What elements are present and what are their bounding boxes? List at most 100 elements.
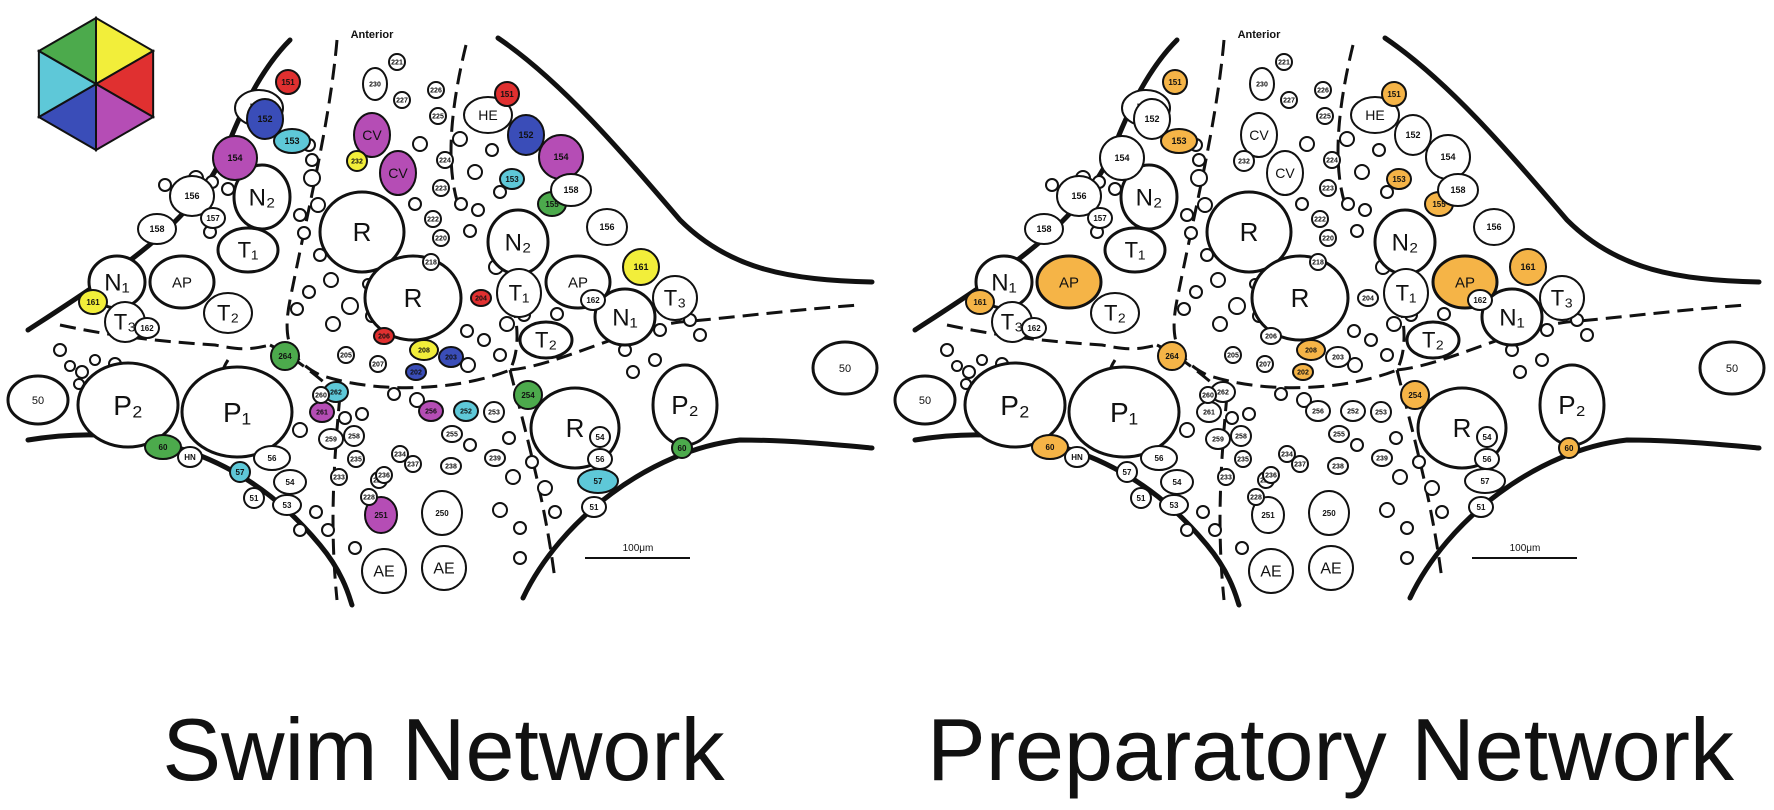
prep-neuron-label: 261 bbox=[1203, 409, 1215, 416]
prep-neuron-label: 256 bbox=[1312, 408, 1324, 415]
swim-neuron-label: N₁ bbox=[612, 304, 637, 331]
prep-neuron-body bbox=[1291, 455, 1309, 473]
swim-neuron-label: HE bbox=[478, 107, 497, 123]
prep-neuron-body bbox=[1370, 401, 1392, 423]
prep-neuron-body bbox=[1140, 445, 1178, 471]
swim-neuron-body bbox=[550, 173, 592, 207]
swim-small-neuron bbox=[309, 505, 323, 519]
prep-neuron-label: 56 bbox=[1483, 455, 1492, 464]
prep-anterior-label: Anterior bbox=[1238, 29, 1282, 41]
prep-neuron: 234 bbox=[1278, 445, 1296, 463]
swim-neuron: AP bbox=[148, 254, 216, 310]
prep-neuron-body bbox=[1480, 287, 1544, 347]
swim-neuron-body bbox=[438, 346, 464, 368]
prep-neuron-label: CV bbox=[1249, 127, 1269, 143]
prep-neuron: 221 bbox=[1275, 53, 1293, 71]
swim-neuron: 207 bbox=[369, 355, 387, 373]
swim-neuron-label: 56 bbox=[268, 454, 277, 463]
swim-neuron: 50 bbox=[811, 340, 879, 396]
prep-neuron-body bbox=[1160, 469, 1194, 495]
prep-neuron: 261 bbox=[1196, 401, 1222, 423]
swim-neuron: 221 bbox=[388, 53, 406, 71]
swim-neuron: 238 bbox=[440, 457, 462, 475]
prep-neuron-label: 152 bbox=[1144, 114, 1159, 124]
swim-small-neuron bbox=[408, 197, 422, 211]
swim-neuron-label: 161 bbox=[633, 262, 648, 272]
swim-neuron: 220 bbox=[432, 229, 450, 247]
swim-neuron-label: 162 bbox=[140, 324, 154, 333]
swim-neuron-label: 256 bbox=[425, 408, 437, 415]
prep-neuron-label: 156 bbox=[1071, 191, 1086, 201]
swim-neuron: 254 bbox=[513, 380, 543, 410]
prep-neuron-body bbox=[1309, 253, 1327, 271]
prep-neuron: 60 bbox=[1558, 437, 1580, 459]
swim-neuron-body bbox=[343, 425, 365, 447]
swim-neuron: AE bbox=[421, 545, 467, 591]
prep-neuron-body bbox=[1256, 355, 1274, 373]
prep-neuron: N₂ bbox=[1119, 163, 1179, 231]
prep-neuron-body bbox=[1280, 91, 1298, 109]
swim-neuron: 251 bbox=[364, 496, 398, 534]
swim-neuron-body bbox=[273, 469, 307, 495]
prep-neuron-body bbox=[1383, 268, 1429, 318]
swim-neuron-label: 157 bbox=[206, 214, 220, 223]
swim-neuron: 57 bbox=[577, 468, 619, 494]
prep-small-neuron bbox=[1392, 469, 1408, 485]
prep-neuron: 56 bbox=[1140, 445, 1178, 471]
swim-neuron-label: 260 bbox=[315, 392, 327, 399]
swim-neuron: 156 bbox=[169, 175, 215, 217]
swim-neuron-label: N₂ bbox=[249, 184, 276, 211]
prep-neuron-label: 223 bbox=[1322, 185, 1334, 192]
prep-small-neuron bbox=[1540, 323, 1554, 337]
prep-small-neuron bbox=[1196, 505, 1210, 519]
swim-neuron-body bbox=[137, 213, 177, 245]
prep-packet-divider-5 bbox=[1218, 394, 1229, 601]
swim-neuron-label: 251 bbox=[374, 511, 388, 520]
swim-neuron: P₁ bbox=[180, 365, 294, 459]
swim-neuron-label: 60 bbox=[678, 444, 687, 453]
swim-neuron-label: N₂ bbox=[505, 229, 532, 256]
swim-neuron: 60 bbox=[144, 434, 182, 460]
swim-neuron-body bbox=[440, 457, 462, 475]
swim-small-neuron bbox=[477, 333, 491, 347]
prep-neuron: AE bbox=[1248, 548, 1294, 594]
swim-neuron-body bbox=[212, 135, 258, 181]
prep-small-neuron bbox=[1424, 480, 1440, 496]
prep-neuron: 202 bbox=[1292, 363, 1314, 381]
prep-neuron-body bbox=[1296, 339, 1326, 361]
prep-neuron-label: 151 bbox=[1387, 90, 1401, 99]
prep-neuron: 154 bbox=[1425, 134, 1471, 180]
swim-small-neuron bbox=[412, 136, 428, 152]
prep-small-neuron bbox=[1380, 185, 1394, 199]
prep-neuron-body bbox=[1473, 208, 1515, 246]
swim-neuron-body bbox=[373, 327, 395, 345]
swim-neuron: 222 bbox=[424, 210, 442, 228]
prep-small-neuron bbox=[1295, 197, 1309, 211]
swim-neuron: 252 bbox=[453, 400, 479, 422]
swim-neuron-label: 253 bbox=[488, 409, 500, 416]
swim-neuron-label: 236 bbox=[378, 472, 390, 479]
swim-neuron: 54 bbox=[589, 426, 611, 448]
prep-small-neuron bbox=[1347, 357, 1363, 373]
prep-neuron-body bbox=[1325, 346, 1351, 368]
prep-neuron-label: AE bbox=[1260, 564, 1281, 581]
prep-neuron-body bbox=[1371, 449, 1393, 467]
prep-small-neuron bbox=[1380, 348, 1394, 362]
swim-neuron: CV bbox=[353, 112, 391, 158]
prep-neuron-body bbox=[1405, 320, 1461, 360]
swim-small-neuron bbox=[463, 224, 477, 238]
swim-neuron-body bbox=[379, 150, 417, 196]
swim-neuron: 260 bbox=[312, 386, 330, 404]
swim-neuron-body bbox=[360, 488, 378, 506]
prep-neuron: 237 bbox=[1291, 455, 1309, 473]
prep-neuron: 253 bbox=[1370, 401, 1392, 423]
prep-neuron-body bbox=[1558, 437, 1580, 459]
swim-neuron-label: 237 bbox=[407, 461, 419, 468]
swim-neuron-label: 224 bbox=[439, 157, 451, 164]
prep-neuron: 162 bbox=[1467, 289, 1493, 311]
prep-neuron-body bbox=[965, 289, 995, 315]
prep-neuron: 151 bbox=[1162, 69, 1188, 95]
swim-neuron-label: 153 bbox=[505, 175, 519, 184]
prep-neuron-body bbox=[1476, 426, 1498, 448]
swim-small-neuron bbox=[323, 272, 339, 288]
